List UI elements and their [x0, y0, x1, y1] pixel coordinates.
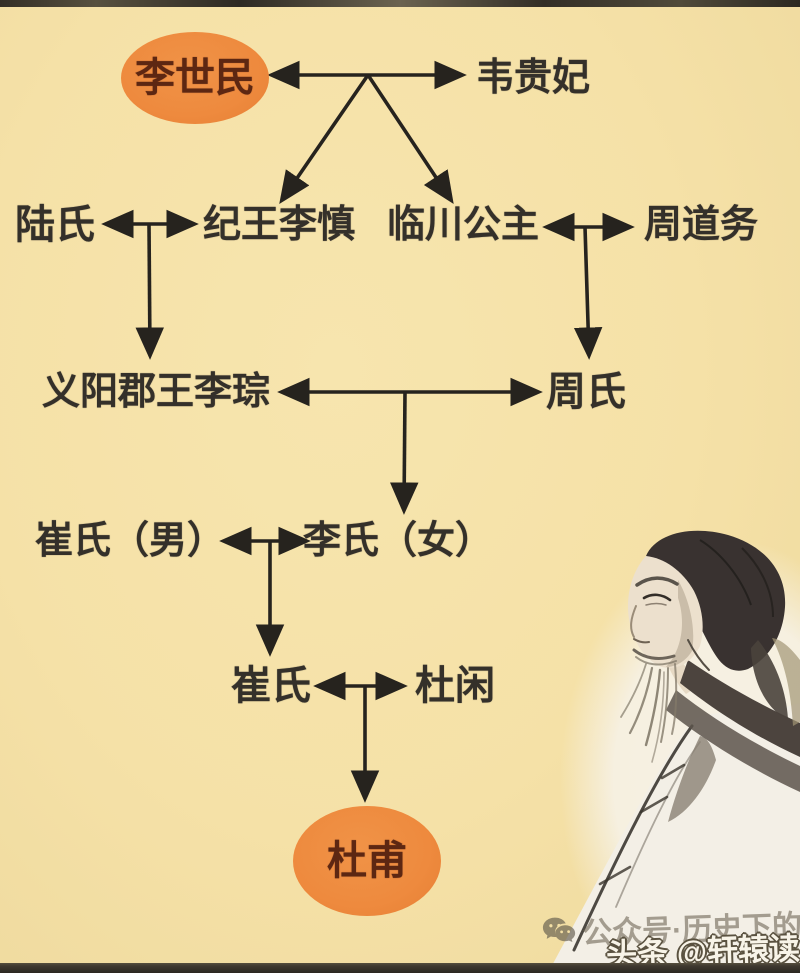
head-wrap-tail: [751, 640, 788, 719]
head-wrap: [646, 530, 786, 671]
node-du-fu-label: 杜甫: [327, 838, 407, 883]
node-li-shimin: 李世民: [121, 32, 269, 124]
node-zhou-daowu: 周道务: [643, 204, 759, 246]
robe: [548, 703, 800, 973]
edge-to-zhoushi: [573, 226, 603, 360]
node-lu-shi: 陆氏: [15, 202, 95, 247]
beard: [620, 663, 678, 763]
edge-to-lishi: [389, 391, 419, 515]
node-li-shimin-label: 李世民: [135, 55, 255, 100]
edge-to-lishen: [279, 73, 370, 205]
node-zhou-shi: 周氏: [546, 369, 626, 414]
eye: [642, 593, 672, 602]
node-yiyang-junwang-lizong: 义阳郡王李琮: [41, 371, 271, 413]
robe-collar: [680, 660, 800, 757]
wechat-bubbles-icon: [542, 917, 576, 943]
edge-to-lizong: [135, 223, 165, 360]
eyebrow: [635, 576, 679, 587]
node-wei-guifei: 韦贵妃: [475, 57, 591, 99]
bottom-border: [0, 963, 800, 973]
node-cui-shi: 崔氏: [231, 663, 311, 708]
top-border: [0, 0, 800, 7]
node-li-shi-female: 李氏（女）: [302, 520, 494, 562]
node-cui-shi-male: 崔氏（男）: [34, 520, 226, 562]
robe-fold-shade: [668, 736, 716, 822]
edge-to-linchuan: [366, 74, 454, 205]
wechat-watermark: 公众号·历史下的蛋: [541, 900, 800, 954]
node-du-xian: 杜闲: [415, 663, 495, 708]
node-du-fu: 杜甫: [293, 806, 441, 916]
mustache: [632, 648, 676, 660]
node-linchuan-gongzhu: 临川公主: [386, 204, 540, 246]
node-jiwang-lishen: 纪王李慎: [202, 204, 356, 246]
nose: [630, 605, 637, 638]
